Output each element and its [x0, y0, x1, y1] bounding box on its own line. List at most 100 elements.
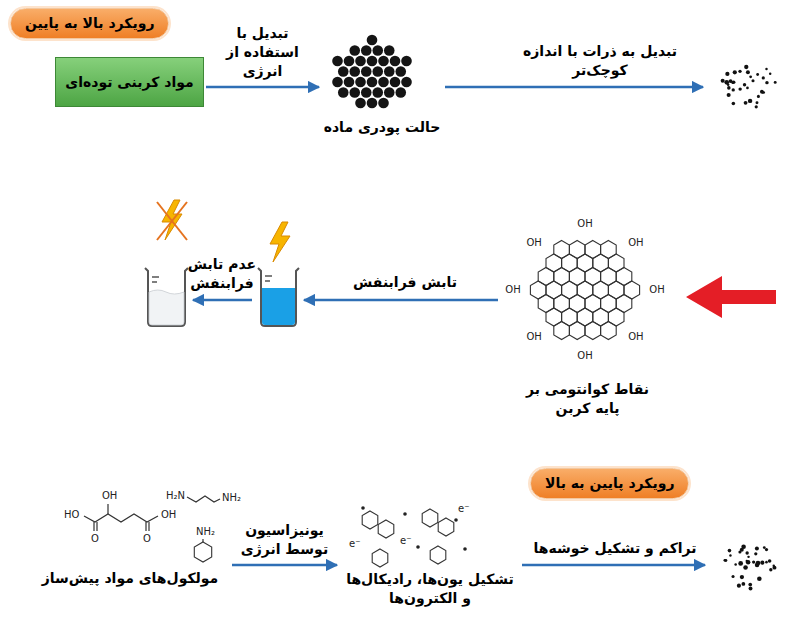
radical-dot [403, 512, 407, 516]
nano-particle [769, 72, 771, 74]
node-text: مواد کربنی توده‌ای [65, 73, 193, 92]
powder-particle [338, 66, 349, 77]
process-arrow [445, 86, 703, 89]
nano-particle [725, 72, 729, 76]
benzene-ring [430, 546, 446, 564]
nano-particle [749, 587, 753, 591]
nano-particle [729, 554, 731, 556]
bulk-material-box: مواد کربنی توده‌ای [55, 57, 204, 107]
nano-particle [737, 584, 741, 588]
benzene-ring [438, 518, 454, 536]
chemical-label: OH [526, 331, 541, 343]
chemical-label: e⁻ [400, 535, 411, 547]
radical-dot [416, 545, 420, 549]
powder-particle [344, 77, 355, 88]
nano-particle [756, 73, 759, 76]
chemical-label: OH [505, 284, 520, 296]
node-text: مولکول‌های مواد پیش‌ساز [30, 569, 230, 588]
nano-particle [754, 552, 757, 555]
beaker-mark [265, 280, 270, 282]
powder-particle [378, 98, 389, 109]
powder-figure: حالت پودری ماده [322, 32, 442, 137]
benzene-ring [378, 520, 394, 538]
process-arrow [232, 564, 337, 567]
benzene-ring [422, 509, 438, 527]
powder-particle [349, 45, 360, 56]
powder-particle [384, 45, 395, 56]
nano-particle [747, 556, 749, 558]
powder-particle [332, 56, 343, 67]
nano-particle [751, 79, 754, 82]
beaker-liquid [149, 290, 184, 325]
beaker [145, 268, 188, 326]
edge-label: یونیزاسیون توسط انرژی [234, 521, 335, 559]
powder-particle [349, 66, 360, 77]
nano-particle [744, 65, 748, 69]
nano-particle [740, 575, 744, 579]
powder-particle [332, 77, 343, 88]
node-text: تشکیل یون‌ها، رادیکال‌ها و الکترون‌ها [340, 570, 520, 608]
powder-particle [361, 87, 372, 98]
nano-particle [721, 79, 725, 83]
chemical-label: HO [64, 509, 79, 521]
nano-particle [749, 75, 752, 78]
radical-dot [361, 506, 365, 510]
powder-particle [384, 66, 395, 77]
ion-figure: تشکیل یون‌ها، رادیکال‌ها و الکترون‌ها [340, 500, 520, 608]
radical-dot [463, 547, 467, 551]
chemical-label: OH [577, 218, 592, 230]
nano-particle [745, 551, 748, 554]
edge-label: تبدیل با استفاده از انرژی [208, 24, 317, 81]
nano-particle [732, 102, 736, 106]
powder-particle [378, 77, 389, 88]
nano-particle [741, 582, 745, 586]
nano-particle [769, 568, 772, 571]
powder-particle [349, 87, 360, 98]
benzene-ring [362, 511, 378, 529]
benzene-ring [194, 542, 211, 562]
particle-dots [332, 35, 776, 591]
nano-particle [755, 546, 759, 550]
chemical-label: O [91, 533, 99, 545]
nano-particle [765, 548, 768, 551]
quantum-dot-figure: نقاط کوانتومی بر پایه کربن [500, 215, 675, 418]
nano-particle [760, 90, 764, 94]
node-text: رویکرد پایین به بالا [545, 474, 674, 493]
powder-particle [338, 87, 349, 98]
powder-particle [367, 77, 378, 88]
approach-badge: رویکرد بالا به پایین [10, 8, 169, 39]
chemical-label: O [143, 533, 151, 545]
nano-particle [743, 565, 748, 570]
radical-dot [454, 518, 458, 522]
citric-acid-bonds [84, 514, 158, 522]
powder-particle [372, 87, 383, 98]
powder-particle [390, 77, 401, 88]
chemical-label: OH [161, 509, 176, 521]
node-text: نقاط کوانتومی بر پایه کربن [525, 380, 650, 418]
nano-particle [734, 563, 737, 566]
powder-particle [378, 56, 389, 67]
approach-badge: رویکرد پایین به بالا [530, 468, 689, 499]
chemical-label: OH [628, 237, 643, 249]
pointer-arrow [686, 276, 776, 318]
nano-particle [774, 81, 777, 84]
node-text: حالت پودری ماده [322, 118, 442, 137]
nano-particle [727, 83, 730, 86]
beaker-liquid [262, 288, 295, 325]
chemical-label: NH₂ [222, 492, 241, 504]
nano-particle [731, 81, 734, 84]
beaker-mark [152, 281, 157, 283]
nano-particle [733, 70, 737, 74]
annotation-label: تبدیل به ذرات با اندازه کوچک‌تر [515, 42, 685, 80]
nano-particle [738, 561, 743, 566]
nano-particle [727, 86, 731, 90]
process-arrow [206, 86, 319, 89]
nano-particle [765, 68, 767, 70]
chemical-label: H₂N [166, 490, 185, 502]
nano-particle [748, 99, 752, 103]
nano-particle [740, 548, 744, 552]
chemical-label: OH [649, 284, 664, 296]
powder-particle [372, 66, 383, 77]
powder-particle [355, 56, 366, 67]
